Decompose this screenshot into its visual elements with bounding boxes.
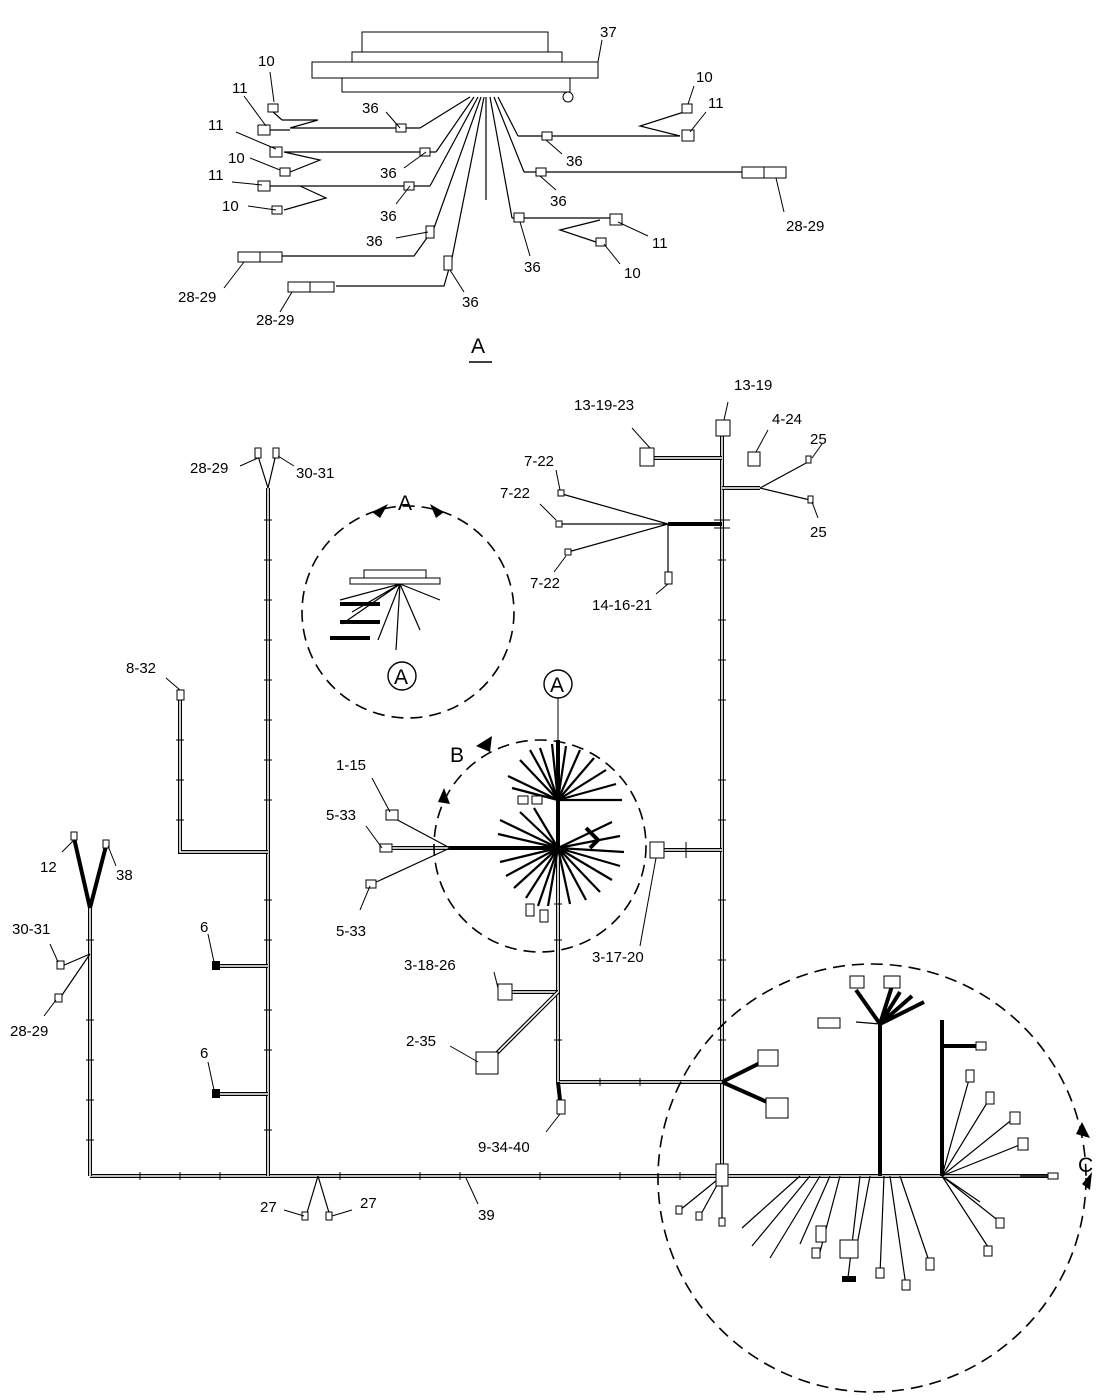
- callout-28-29: 28-29: [178, 289, 216, 306]
- callout-11: 11: [652, 235, 668, 252]
- callout-6: 6: [200, 919, 208, 936]
- callout-28-29: 28-29: [256, 312, 294, 329]
- view-c-circle: C: [657, 963, 1093, 1393]
- callout-7-22: 7-22: [500, 485, 530, 502]
- callout-3-18-26: 3-18-26: [404, 957, 456, 974]
- callout-7-22: 7-22: [530, 575, 560, 592]
- view-c-label: C: [1078, 1154, 1093, 1177]
- view-a-ref-label: A: [394, 666, 408, 689]
- callout-36: 36: [462, 294, 479, 311]
- callout-36: 36: [550, 193, 567, 210]
- callout-4-24: 4-24: [772, 411, 802, 428]
- callout-3-17-20: 3-17-20: [592, 949, 644, 966]
- control-module-37: [311, 31, 599, 103]
- callout-37: 37: [600, 24, 617, 41]
- view-b-label: B: [450, 744, 464, 767]
- callout-13-19-23: 13-19-23: [574, 397, 634, 414]
- callout-10: 10: [696, 69, 713, 86]
- view-a-circle-label: A: [398, 492, 412, 515]
- callout-11: 11: [708, 95, 724, 112]
- callout-36: 36: [566, 153, 583, 170]
- callout-2-35: 2-35: [406, 1033, 436, 1050]
- callout-30-31: 30-31: [296, 465, 334, 482]
- callout-28-29: 28-29: [10, 1023, 48, 1040]
- callout-36: 36: [366, 233, 383, 250]
- callout-25: 25: [810, 524, 827, 541]
- callout-27: 27: [360, 1195, 377, 1212]
- callout-11: 11: [208, 117, 224, 134]
- detail-a-title: A: [471, 335, 485, 358]
- callout-5-33: 5-33: [336, 923, 366, 940]
- callout-11: 11: [232, 80, 248, 97]
- view-a-circle: A A: [301, 492, 515, 719]
- view-b-circle: B A: [433, 669, 647, 953]
- callout-12: 12: [40, 859, 57, 876]
- callout-13-19: 13-19: [734, 377, 772, 394]
- view-b-ref-label: A: [550, 674, 564, 697]
- callout-25: 25: [810, 431, 827, 448]
- callout-30-31: 30-31: [12, 921, 50, 938]
- callout-36: 36: [524, 259, 541, 276]
- callout-28-29: 28-29: [786, 218, 824, 235]
- callout-6: 6: [200, 1045, 208, 1062]
- main-harness: 28-29 30-31 8-32 6 6 12 38 30-31 28-29 2…: [10, 377, 1052, 1224]
- callout-38: 38: [116, 867, 133, 884]
- callout-8-32: 8-32: [126, 660, 156, 677]
- callout-10: 10: [624, 265, 641, 282]
- detail-a-view: 37 10 11 11 10 11 10 36 36 36 36 28-29 2…: [178, 24, 824, 363]
- callout-10: 10: [222, 198, 239, 215]
- callout-10: 10: [228, 150, 245, 167]
- callout-39: 39: [478, 1207, 495, 1224]
- callout-5-33: 5-33: [326, 807, 356, 824]
- callout-28-29: 28-29: [190, 460, 228, 477]
- callout-7-22: 7-22: [524, 453, 554, 470]
- callout-11: 11: [208, 167, 224, 184]
- callout-36: 36: [380, 165, 397, 182]
- callout-10: 10: [258, 53, 275, 70]
- callout-1-15: 1-15: [336, 757, 366, 774]
- callout-14-16-21: 14-16-21: [592, 597, 652, 614]
- callout-9-34-40: 9-34-40: [478, 1139, 530, 1156]
- callout-36: 36: [362, 100, 379, 117]
- callout-36: 36: [380, 208, 397, 225]
- callout-27: 27: [260, 1199, 277, 1216]
